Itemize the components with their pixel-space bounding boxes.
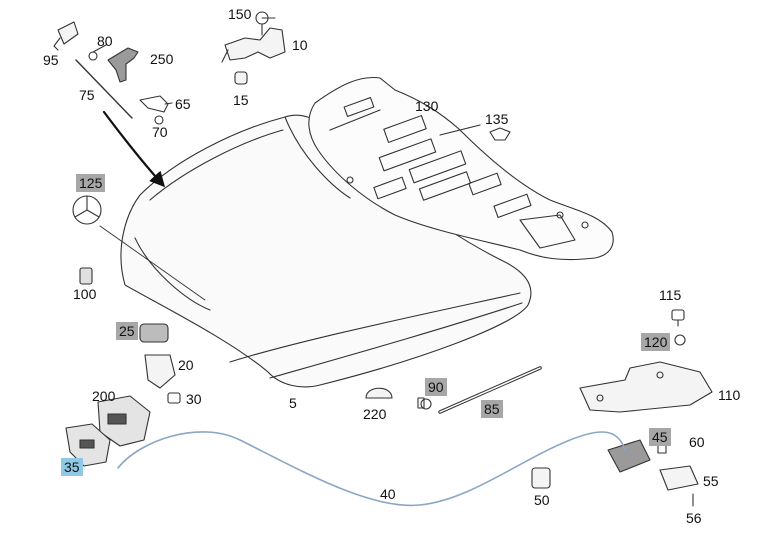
clip-50[interactable] <box>531 467 551 489</box>
part-70[interactable] <box>154 115 164 125</box>
callout-70[interactable]: 70 <box>152 124 168 140</box>
callout-250[interactable]: 250 <box>150 51 174 67</box>
callout-56[interactable]: 56 <box>686 510 702 526</box>
callout-220[interactable]: 220 <box>363 406 387 422</box>
clip-135[interactable] <box>489 127 511 141</box>
clip-95[interactable] <box>53 21 79 51</box>
bracket-20[interactable] <box>144 354 176 389</box>
callout-25[interactable]: 25 <box>116 322 138 340</box>
part-55[interactable] <box>659 465 699 491</box>
callout-95[interactable]: 95 <box>43 52 59 68</box>
hood-panel[interactable] <box>99 114 532 388</box>
callout-150[interactable]: 150 <box>228 6 252 22</box>
part-60[interactable] <box>657 444 667 454</box>
callout-115[interactable]: 115 <box>659 287 682 303</box>
washer-80[interactable] <box>88 51 98 61</box>
bolt-115[interactable] <box>671 309 685 327</box>
callout-120[interactable]: 120 <box>641 333 671 351</box>
bolt-150[interactable] <box>255 11 269 36</box>
callout-35[interactable]: 35 <box>61 458 83 476</box>
washer-120[interactable] <box>674 334 686 346</box>
release-cable-40[interactable] <box>117 431 626 507</box>
callout-40[interactable]: 40 <box>380 486 396 502</box>
callout-90[interactable]: 90 <box>425 378 447 396</box>
lock-200[interactable] <box>97 395 151 447</box>
part-45[interactable] <box>607 439 651 473</box>
callout-65[interactable]: 65 <box>175 96 191 112</box>
part-25[interactable] <box>139 323 169 343</box>
grommet-15[interactable] <box>234 71 248 85</box>
callout-135[interactable]: 135 <box>485 111 509 127</box>
ball-stud-90[interactable] <box>417 397 432 410</box>
callout-5[interactable]: 5 <box>289 395 297 411</box>
insulation-mat[interactable] <box>308 76 614 261</box>
callout-80[interactable]: 80 <box>97 33 113 49</box>
bracket-250[interactable] <box>107 47 139 83</box>
callout-75[interactable]: 75 <box>79 87 95 103</box>
leader-line <box>164 102 173 105</box>
leader-line <box>92 44 107 53</box>
callout-200[interactable]: 200 <box>92 388 116 404</box>
gas-strut-85[interactable] <box>438 366 542 414</box>
callout-10[interactable]: 10 <box>292 37 308 53</box>
bracket-110[interactable] <box>579 361 713 413</box>
callout-100[interactable]: 100 <box>73 286 97 302</box>
button-220[interactable] <box>365 387 393 399</box>
lock-35[interactable] <box>65 423 111 467</box>
hinge-10[interactable] <box>221 27 286 63</box>
callout-85[interactable]: 85 <box>481 400 503 418</box>
nut-30[interactable] <box>167 392 181 404</box>
callout-125[interactable]: 125 <box>76 174 106 192</box>
callout-20[interactable]: 20 <box>178 357 194 373</box>
callout-130[interactable]: 130 <box>415 98 439 114</box>
callout-110[interactable]: 110 <box>718 387 741 403</box>
callout-60[interactable]: 60 <box>689 434 705 450</box>
buffer-100[interactable] <box>79 267 93 285</box>
assembly-arrow <box>102 110 166 188</box>
emblem-125[interactable] <box>72 195 102 225</box>
bracket-65[interactable] <box>139 95 169 113</box>
callout-15[interactable]: 15 <box>233 92 249 108</box>
callout-50[interactable]: 50 <box>534 492 550 508</box>
callout-30[interactable]: 30 <box>186 391 202 407</box>
callout-45[interactable]: 45 <box>649 428 671 446</box>
prop-rod-75[interactable] <box>75 59 133 119</box>
callout-55[interactable]: 55 <box>703 473 719 489</box>
